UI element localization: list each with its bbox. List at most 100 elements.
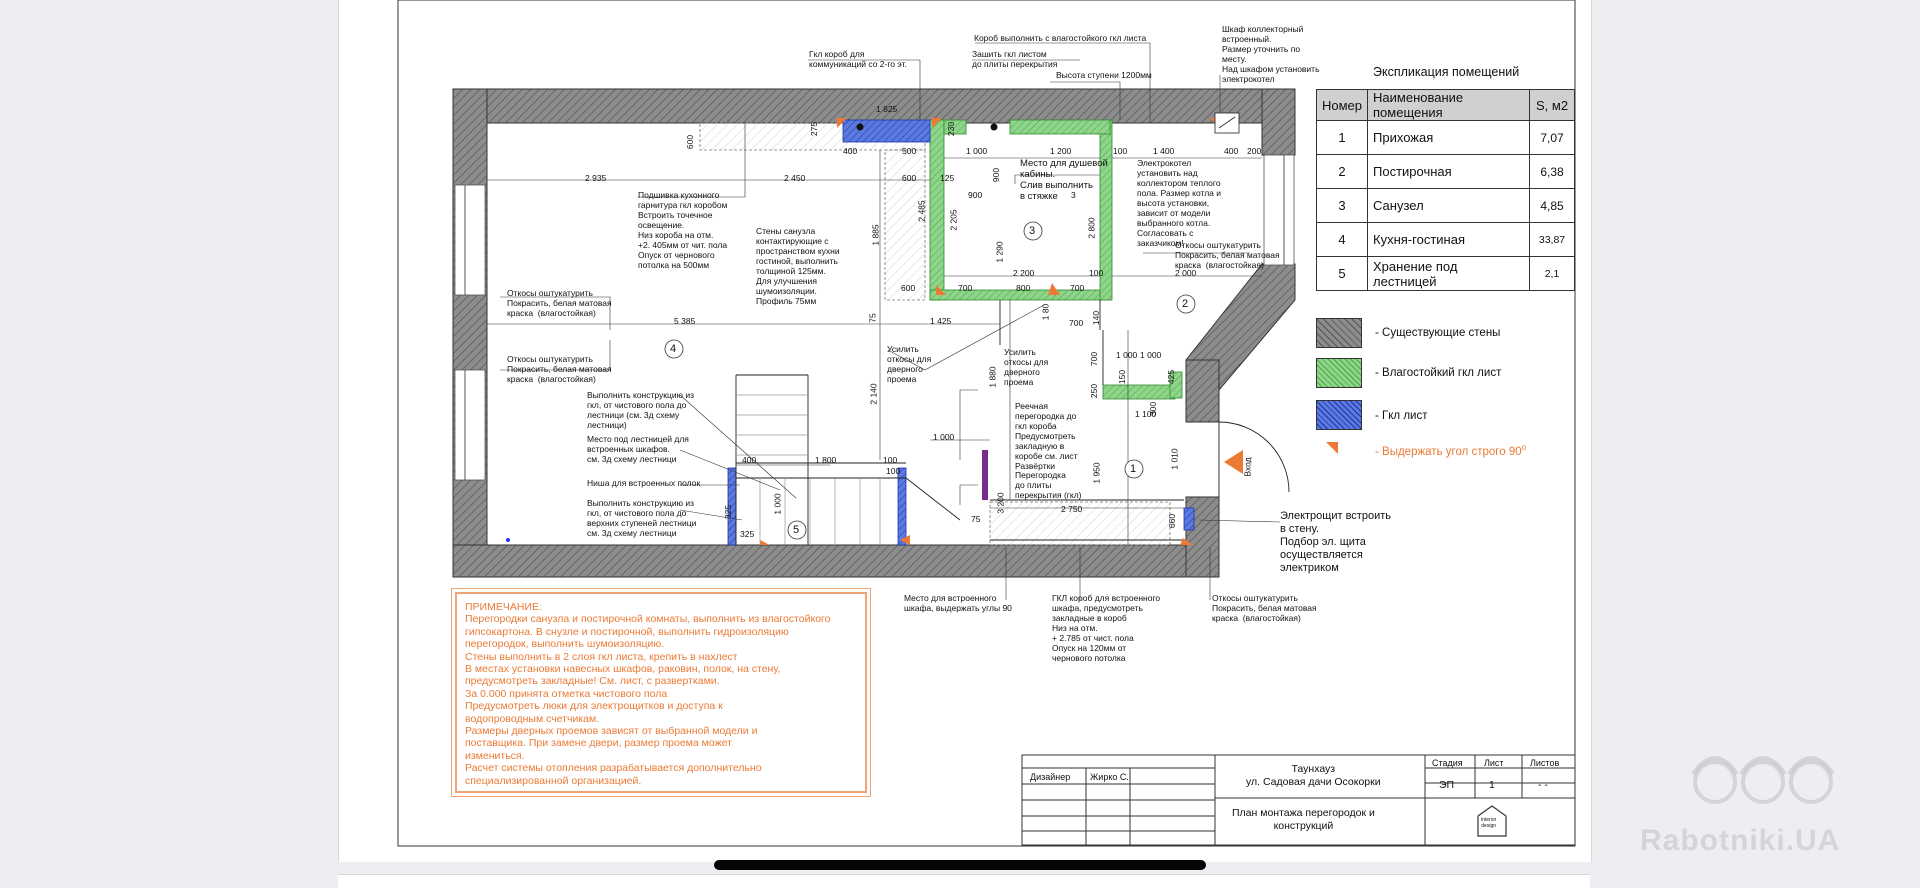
dim-text: 1 010 (1169, 448, 1180, 470)
notes-line: измениться. (465, 749, 525, 762)
notes-line: поставщика. При замене двери, размер про… (465, 737, 732, 750)
dim-text: 125 (940, 173, 955, 183)
interior-lines (735, 300, 1290, 545)
annotation-box-wet-gkl: Короб выполнить с влагостойкого гкл лист… (974, 33, 1147, 43)
dim-text: 325 (723, 504, 734, 520)
watermark-helmets-icon (1691, 756, 1835, 804)
header-name: Наименование помещения (1367, 89, 1531, 121)
stamp-sheets: - - (1538, 779, 1548, 791)
annotation-reveals-window-2: Откосы оштукатурить Покрасить, белая мат… (507, 354, 612, 384)
legend-swatch-gkl (1316, 400, 1362, 430)
notes-line: предусмотреть закладные! См. лист, с раз… (465, 675, 720, 688)
dim-text: 3 200 (995, 492, 1006, 514)
horizontal-scroll-indicator[interactable] (714, 860, 1206, 870)
dim-text: 200 (1247, 146, 1262, 156)
cell-name: Хранение под лестницей (1367, 256, 1531, 291)
notes-line: гипсокартона. В снузле и постирочной, вы… (465, 625, 789, 638)
notes-line: водопроводным счетчикам. (465, 712, 600, 725)
dim-text: 700 (1070, 283, 1085, 293)
dim-text: 140 (1091, 310, 1102, 326)
dim-text: 100 (1113, 146, 1128, 156)
existing-walls (452, 88, 1296, 578)
dim-text: 600 (901, 283, 916, 293)
annotation-step-height: Высота ступени 1200мм (1056, 70, 1152, 80)
stamp-grid (1021, 754, 1576, 846)
explication-title: Экспликация помещений (1373, 65, 1520, 79)
interior-design-logo-icon (1477, 805, 1507, 837)
dim-text: 800 (1016, 283, 1031, 293)
legend-label-gkl: - Гкл лист (1375, 410, 1428, 422)
cell-name: Санузел (1367, 188, 1531, 223)
cell-number: 3 (1315, 188, 1369, 223)
notes-line: Размеры дверных проемов зависят от выбра… (465, 725, 758, 738)
annotation-wardrobe-place: Место для встроенного шкафа, выдержать у… (904, 593, 1012, 613)
annotation-stair-top: Выполнить конструкцию из гкл, от чистово… (587, 498, 697, 538)
cell-area: 4,85 (1529, 188, 1576, 223)
dim-text: 1 425 (930, 316, 952, 326)
stamp-sheet-title: План монтажа перегородок и конструкций (1232, 807, 1375, 832)
annotation-reveals-window-1: Откосы оштукатурить Покрасить, белая мат… (507, 288, 612, 318)
notes-line: Расчет системы отопления разрабатывается… (465, 762, 762, 775)
annotation-gkl-box-comm: Гкл короб для коммуникаций со 2-го эт. (809, 49, 907, 69)
dim-text: 700 (1069, 318, 1084, 328)
notes-line: Предусмотреть люки для электрощитков и д… (465, 700, 723, 713)
dim-text: 2 000 (1175, 268, 1197, 278)
gkl-box-hatch (699, 122, 1171, 546)
dim-text: 400 (843, 146, 858, 156)
annotation-slat-partition: Реечная перегородка до гкл короба Предус… (1015, 401, 1078, 471)
annotation-boiler: Электрокотел установить над коллектором … (1137, 158, 1221, 248)
dim-text: 2 205 (948, 209, 959, 231)
annotation-shelf-niche: Ниша для встроенных полок (587, 478, 701, 488)
dim-text: 75 (867, 313, 878, 323)
notes-line: перегородок, выполнить шумоизоляцию. (465, 638, 665, 651)
cell-number: 1 (1315, 120, 1369, 155)
dim-text: 400 (742, 455, 757, 465)
dim-text: 100 (883, 455, 898, 465)
room-circles (664, 221, 1196, 540)
legend-swatch-wet-gkl (1316, 358, 1362, 388)
dim-text: 660 (1167, 513, 1178, 529)
stamp-col-sheet: Лист (1484, 758, 1504, 768)
dim-text: 1 000 (1140, 350, 1162, 360)
cell-number: 2 (1315, 154, 1369, 189)
cell-name: Постирочная (1367, 154, 1531, 189)
annotation-partition-ceiling: Перегородка до плиты перекрытия (гкл) (1015, 470, 1082, 500)
stamp-stage: ЭП (1439, 779, 1455, 791)
legend-label-angle: - Выдержать угол строго 90о (1375, 443, 1526, 458)
dim-text: 1 000 (772, 493, 783, 515)
dim-text: 900 (991, 167, 1002, 183)
dim-text: 1 800 (815, 455, 837, 465)
cell-area: 33,87 (1529, 222, 1576, 257)
stamp-sheet: 1 (1489, 779, 1495, 791)
notes-line: В местах установки навесных шкафов, рако… (465, 663, 781, 676)
dim-text: 325 (740, 529, 755, 539)
entrance-label: Вход (1242, 457, 1253, 477)
table-row: 1 Прихожая 7,07 (1315, 120, 1576, 155)
dim-text: 1 950 (1091, 462, 1102, 484)
cell-name: Кухня-гостиная (1367, 222, 1531, 257)
room-number-4: 4 (670, 343, 677, 355)
annotation-reveals-laundry: Откосы оштукатурить Покрасить, белая мат… (1175, 240, 1280, 270)
dim-text: 2 800 (1086, 217, 1097, 239)
notes-box: ПРИМЕЧАНИЕ: Перегородки санузла и постир… (451, 588, 871, 797)
table-row: 2 Постирочная 6,38 (1315, 154, 1576, 189)
dim-text: 1 400 (1153, 146, 1175, 156)
cell-area: 7,07 (1529, 120, 1576, 155)
logo-text: interior design (1481, 817, 1497, 829)
leader-lines (500, 42, 1281, 600)
annotation-wardrobe-box: ГКЛ короб для встроенного шкафа, предусм… (1052, 593, 1161, 663)
dim-text: 600 (685, 134, 696, 150)
dim-text: 230 (946, 121, 957, 137)
table-row: 4 Кухня-гостиная 33,87 (1315, 222, 1576, 257)
dim-text: 250 (1089, 383, 1100, 399)
annotation-electric-panel: Электрощит встроить в стену. Подбор эл. … (1280, 510, 1391, 574)
dim-text: 2 140 (868, 383, 879, 405)
notes-line: специализированной организацией. (465, 774, 642, 787)
dim-text: 2 935 (585, 173, 607, 183)
header-area: S, м2 (1529, 89, 1576, 121)
cell-area: 6,38 (1529, 154, 1576, 189)
dim-text: 425 (1166, 369, 1177, 385)
dim-text: 1 100 (1135, 409, 1157, 419)
legend-label-wet-gkl: - Влагостойкий гкл лист (1375, 367, 1502, 379)
